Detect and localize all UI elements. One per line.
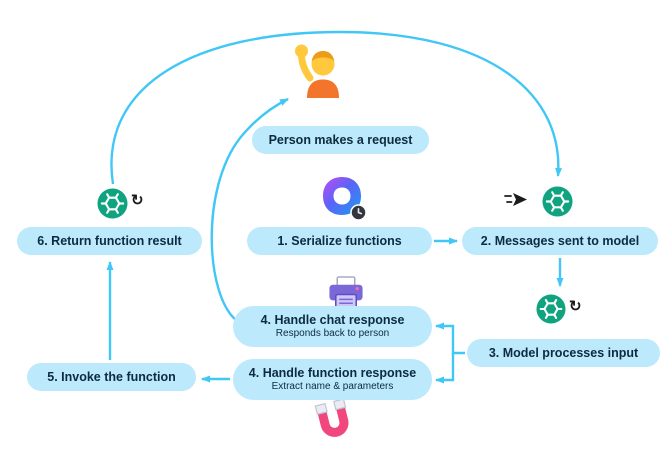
node-messages-sent-to-model-label: 2. Messages sent to model xyxy=(480,233,640,248)
node-messages-sent-to-model: 2. Messages sent to model xyxy=(462,227,658,255)
person-raising-hand-icon xyxy=(290,40,348,98)
magnet-icon xyxy=(314,398,354,445)
node-return-function-result: 6. Return function result xyxy=(17,227,202,255)
node-model-processes-input-label: 3. Model processes input xyxy=(488,345,639,360)
node-invoke-function: 5. Invoke the function xyxy=(27,363,196,391)
node-serialize-functions-label: 1. Serialize functions xyxy=(277,233,402,248)
node-handle-chat-response-label: 4. Handle chat response xyxy=(260,312,405,327)
node-person-makes-request: Person makes a request xyxy=(252,126,429,154)
refresh-icon-right: ↻ xyxy=(569,298,582,315)
arrow-chat-response-to-person-arc xyxy=(210,97,289,321)
node-return-function-result-label: 6. Return function result xyxy=(37,233,182,248)
refresh-icon-left: ↻ xyxy=(131,192,144,209)
node-person-makes-request-label: Person makes a request xyxy=(268,132,413,147)
printer-icon xyxy=(326,276,366,313)
node-handle-function-response-sublabel: Extract name & parameters xyxy=(271,380,394,392)
arrow-return-to-model-arc xyxy=(110,30,563,185)
arrow-model-to-handle-chat xyxy=(435,322,465,355)
arrow-model-to-handle-function xyxy=(435,353,455,384)
cursor-icon xyxy=(504,191,528,208)
openai-icon-top-right xyxy=(542,186,573,217)
node-handle-function-response-label: 4. Handle function response xyxy=(248,365,417,380)
node-model-processes-input: 3. Model processes input xyxy=(467,339,660,367)
node-handle-function-response: 4. Handle function response Extract name… xyxy=(233,359,432,400)
node-handle-chat-response-sublabel: Responds back to person xyxy=(275,327,390,339)
openai-icon-right xyxy=(536,294,566,324)
node-serialize-functions: 1. Serialize functions xyxy=(247,227,432,255)
openai-icon-left xyxy=(97,188,128,219)
copilot-icon xyxy=(321,175,367,221)
node-invoke-function-label: 5. Invoke the function xyxy=(47,369,176,384)
node-handle-chat-response: 4. Handle chat response Responds back to… xyxy=(233,306,432,347)
